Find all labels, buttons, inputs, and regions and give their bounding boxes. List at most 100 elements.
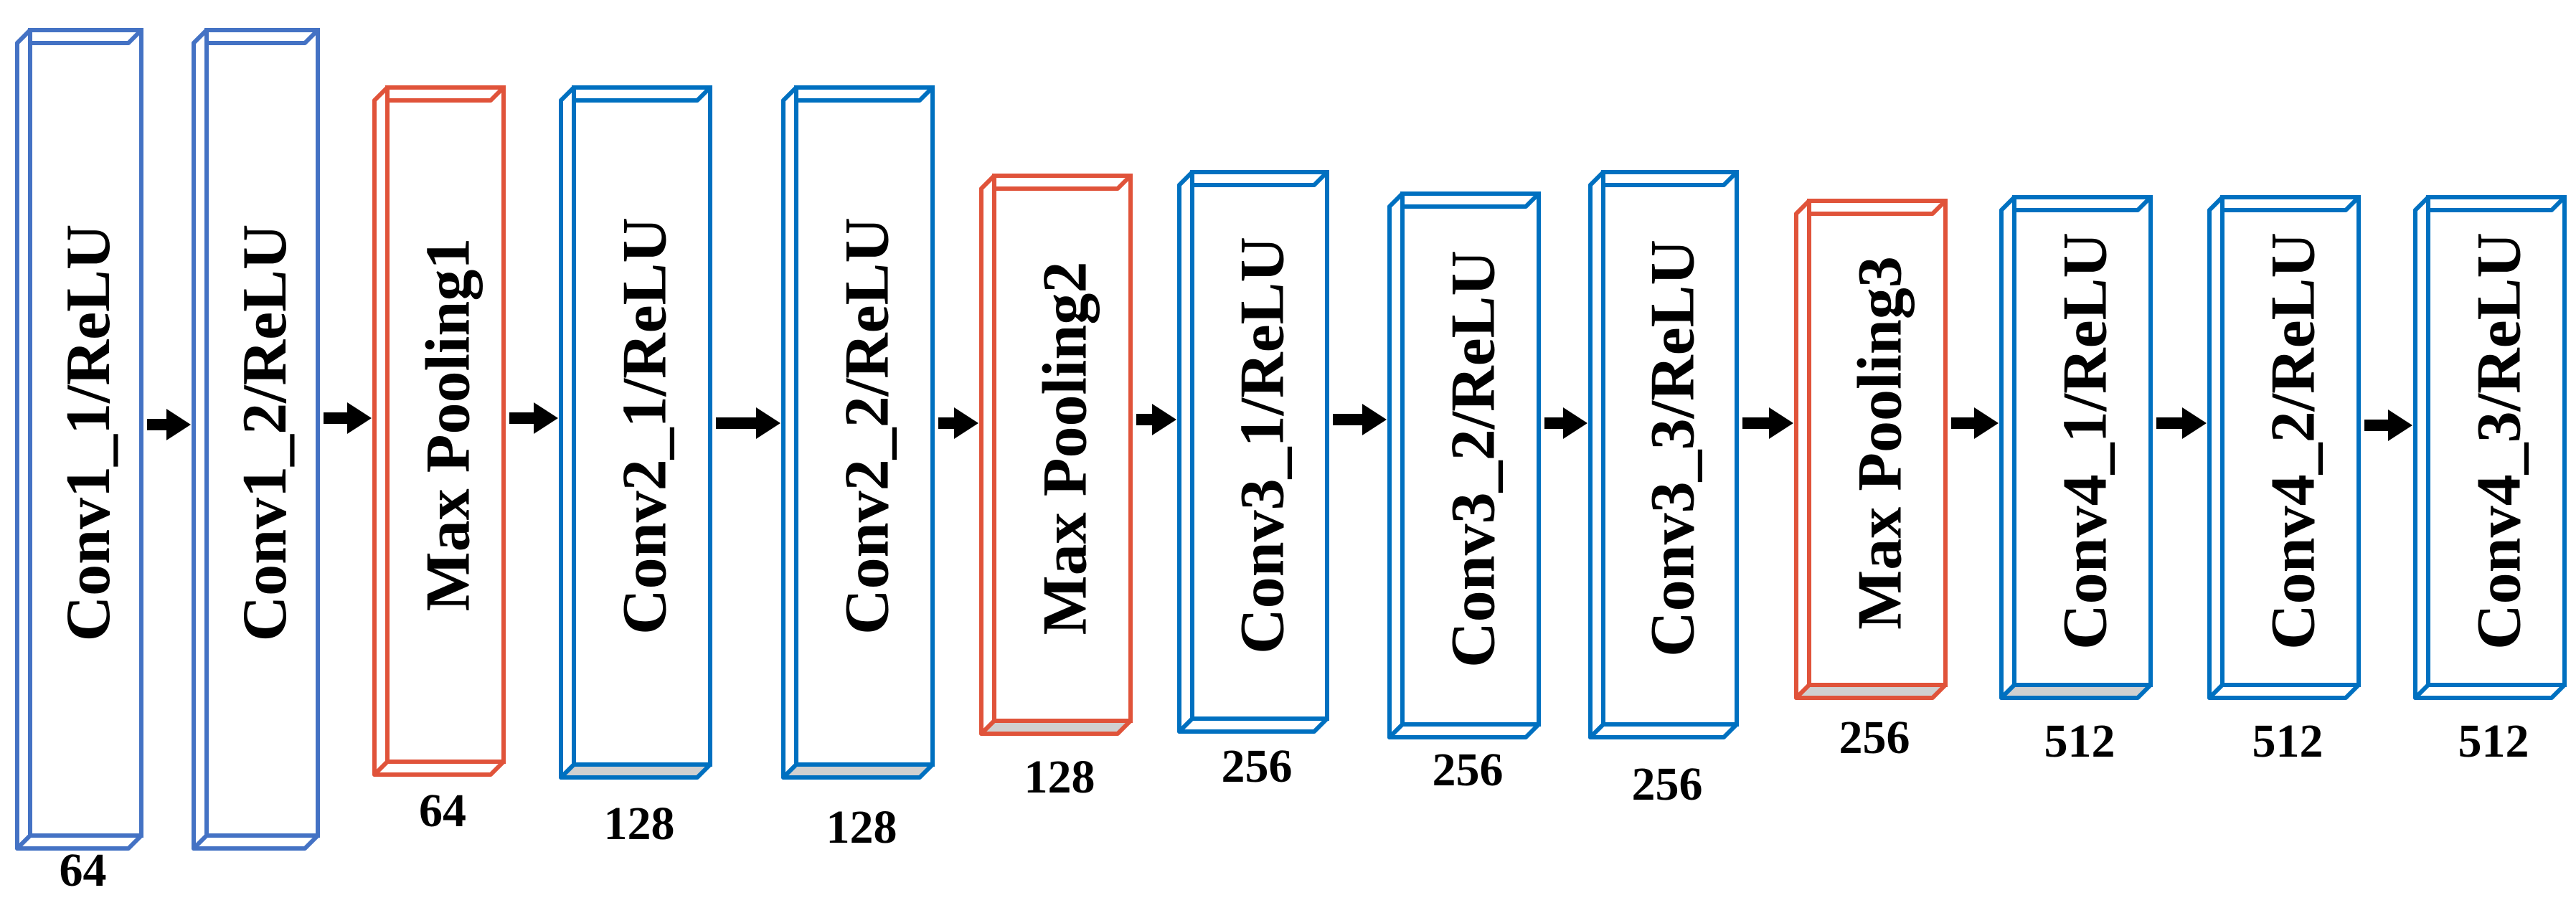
arrow-head — [534, 402, 558, 434]
bottom-face — [192, 833, 320, 851]
arrow-icon — [2156, 407, 2207, 439]
layer-label: Max Pooling3 — [1846, 256, 1915, 630]
top-face — [1588, 170, 1739, 187]
top-face — [781, 85, 935, 103]
side-face — [559, 85, 576, 780]
arrow-head — [1563, 407, 1587, 439]
side-face — [15, 28, 32, 851]
channel-count-label: 512 — [2252, 715, 2323, 767]
arrow-icon — [2364, 410, 2412, 441]
top-face — [372, 85, 506, 103]
top-face — [192, 28, 320, 45]
arrow-head — [1152, 404, 1176, 435]
bottom-face — [1588, 722, 1739, 739]
layer-block-11: Conv4_1/ReLU — [1999, 195, 2153, 700]
side-face — [1794, 199, 1811, 700]
bottom-face — [979, 719, 1133, 736]
bottom-face — [1177, 716, 1329, 734]
layer-label: Max Pooling1 — [414, 238, 483, 612]
arrow-head — [1769, 407, 1793, 439]
side-face — [2207, 195, 2224, 700]
arrow-icon — [938, 407, 978, 439]
bottom-face — [781, 762, 935, 780]
arrow-icon — [1333, 404, 1387, 435]
arrow-icon — [509, 402, 558, 434]
arrow-head — [1974, 407, 1999, 439]
front-face — [1601, 170, 1739, 727]
arrow-head — [954, 407, 978, 439]
arrow-icon — [1951, 407, 1999, 439]
top-face — [15, 28, 143, 45]
top-face — [979, 174, 1133, 191]
bottom-face — [372, 760, 506, 777]
bottom-face — [1794, 683, 1948, 700]
bottom-face — [1999, 683, 2153, 700]
layer-block-5: Conv2_2/ReLU — [781, 85, 935, 780]
arrow-head — [756, 407, 780, 439]
channel-count-label: 128 — [1024, 751, 1095, 803]
front-face — [1807, 199, 1948, 687]
layer-block-4: Conv2_1/ReLU — [559, 85, 712, 780]
layer-label: Conv4_1/ReLU — [2051, 232, 2120, 650]
layer-label: Conv3_3/ReLU — [1638, 240, 1708, 657]
top-face — [559, 85, 712, 103]
channel-count-label: 256 — [1632, 758, 1703, 810]
channel-count-label: 64 — [60, 844, 107, 897]
bottom-face — [15, 833, 143, 851]
channel-count-label: 256 — [1433, 744, 1504, 796]
layer-label: Conv2_1/ReLU — [610, 217, 680, 635]
side-face — [1177, 170, 1194, 734]
side-face — [372, 85, 390, 777]
layer-label: Conv4_2/ReLU — [2259, 232, 2329, 650]
arrow-icon — [1544, 407, 1587, 439]
bottom-face — [1387, 722, 1541, 739]
layer-block-8: Conv3_2/ReLU — [1387, 191, 1541, 739]
side-face — [979, 174, 996, 736]
layer-label: Conv1_2/ReLU — [230, 224, 300, 642]
layer-block-1: Conv1_1/ReLU — [15, 28, 143, 851]
top-face — [2207, 195, 2361, 212]
layer-block-9: Conv3_3/ReLU — [1588, 170, 1739, 739]
channel-count-label: 512 — [2458, 715, 2529, 767]
arrow-icon — [324, 402, 372, 434]
arrow-head — [2388, 410, 2412, 441]
top-face — [1177, 170, 1329, 187]
layer-block-2: Conv1_2/ReLU — [192, 28, 320, 851]
top-face — [2413, 195, 2567, 212]
channel-count-label: 128 — [826, 801, 897, 853]
side-face — [2413, 195, 2430, 700]
layer-label: Conv3_1/ReLU — [1228, 237, 1298, 654]
front-face — [28, 28, 143, 838]
arrow-icon — [147, 409, 191, 440]
bottom-face — [2413, 683, 2567, 700]
channel-count-label: 512 — [2044, 715, 2115, 767]
layer-block-12: Conv4_2/ReLU — [2207, 195, 2361, 700]
top-face — [1794, 199, 1948, 216]
arrow-head — [166, 409, 191, 440]
arrow-head — [2182, 407, 2207, 439]
channel-count-label: 256 — [1222, 740, 1293, 793]
side-face — [192, 28, 209, 851]
channel-count-label: 128 — [604, 798, 675, 850]
side-face — [1588, 170, 1605, 739]
layer-label: Conv4_3/ReLU — [2465, 232, 2534, 650]
channel-count-label: 64 — [419, 785, 466, 837]
arrow-head — [347, 402, 372, 434]
layer-block-6: Max Pooling2 — [979, 174, 1133, 736]
front-face — [1400, 191, 1541, 727]
arrow-icon — [1742, 407, 1793, 439]
layer-label: Conv2_2/ReLU — [833, 217, 902, 635]
layer-label: Max Pooling2 — [1031, 262, 1100, 635]
layer-label: Conv3_2/ReLU — [1439, 250, 1509, 668]
side-face — [1999, 195, 2016, 700]
arrow-icon — [716, 407, 780, 439]
layer-block-7: Conv3_1/ReLU — [1177, 170, 1329, 734]
bottom-face — [559, 762, 712, 780]
layer-block-13: Conv4_3/ReLU — [2413, 195, 2567, 700]
arrow-head — [1362, 404, 1387, 435]
channel-count-label: 256 — [1839, 711, 1910, 764]
bottom-face — [2207, 683, 2361, 700]
top-face — [1387, 191, 1541, 209]
front-face — [992, 174, 1133, 723]
